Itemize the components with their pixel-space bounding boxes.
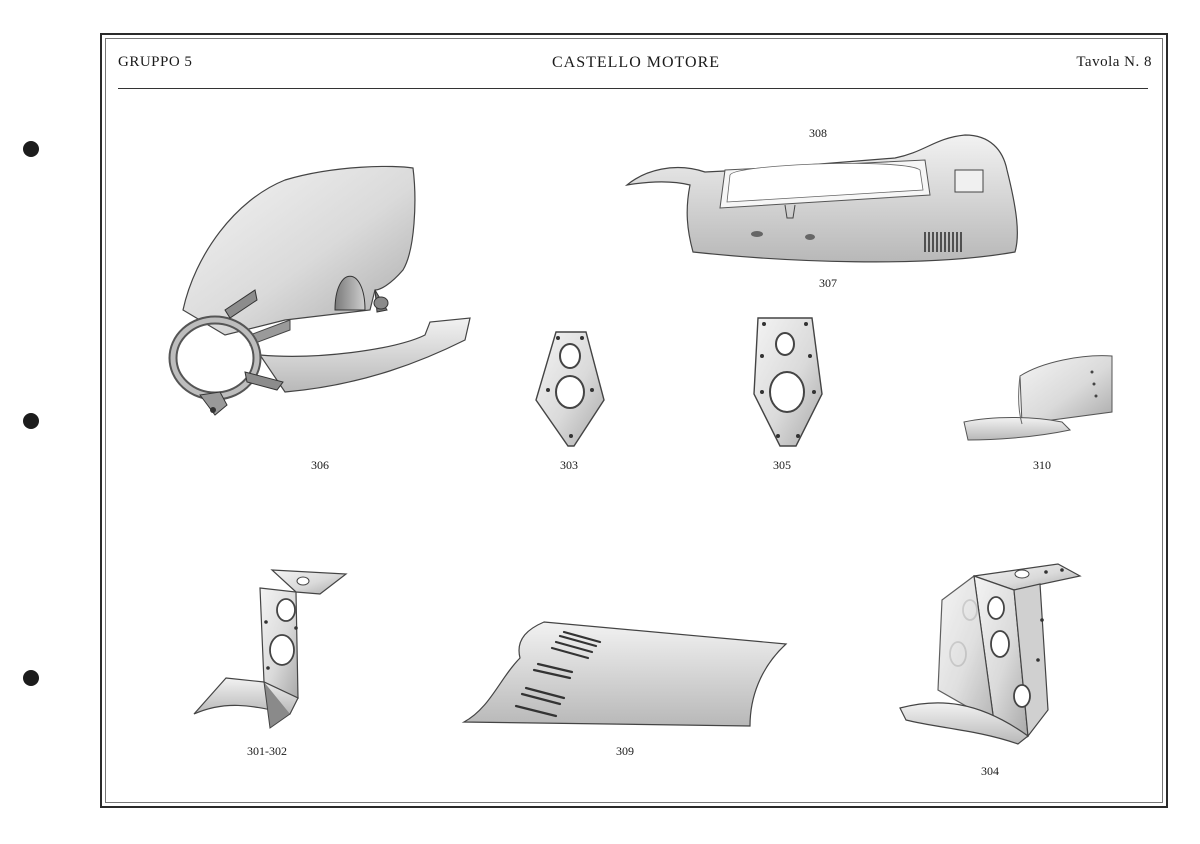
part-306-illustration [168, 165, 471, 416]
part-307-308-illustration [624, 134, 1018, 263]
page-title: CASTELLO MOTORE [551, 54, 721, 71]
part-309-label: 309 [616, 744, 634, 758]
part-307-label: 307 [819, 276, 837, 290]
part-304-label: 304 [981, 764, 999, 778]
plate-number: Tavola N. 8 [1076, 54, 1152, 70]
part-308-label: 308 [809, 126, 827, 140]
part-305-illustration [753, 317, 823, 447]
part-310-label: 310 [1033, 458, 1051, 472]
part-306-label: 306 [311, 458, 329, 472]
part-301-302-label: 301-302 [247, 744, 287, 758]
punch-hole-bottom [23, 670, 39, 686]
punch-hole-middle [23, 413, 39, 429]
header-rule [118, 88, 1148, 89]
group-label: GRUPPO 5 [118, 54, 193, 70]
punch-hole-top [23, 141, 39, 157]
part-305-label: 305 [773, 458, 791, 472]
part-303-illustration [535, 331, 605, 447]
part-301-302-illustration [193, 569, 348, 729]
page-border-inner [105, 38, 1163, 803]
part-303-label: 303 [560, 458, 578, 472]
part-304-illustration [899, 563, 1082, 745]
page-border [100, 33, 1168, 808]
part-310-illustration [963, 355, 1113, 441]
part-309-illustration [461, 621, 788, 727]
